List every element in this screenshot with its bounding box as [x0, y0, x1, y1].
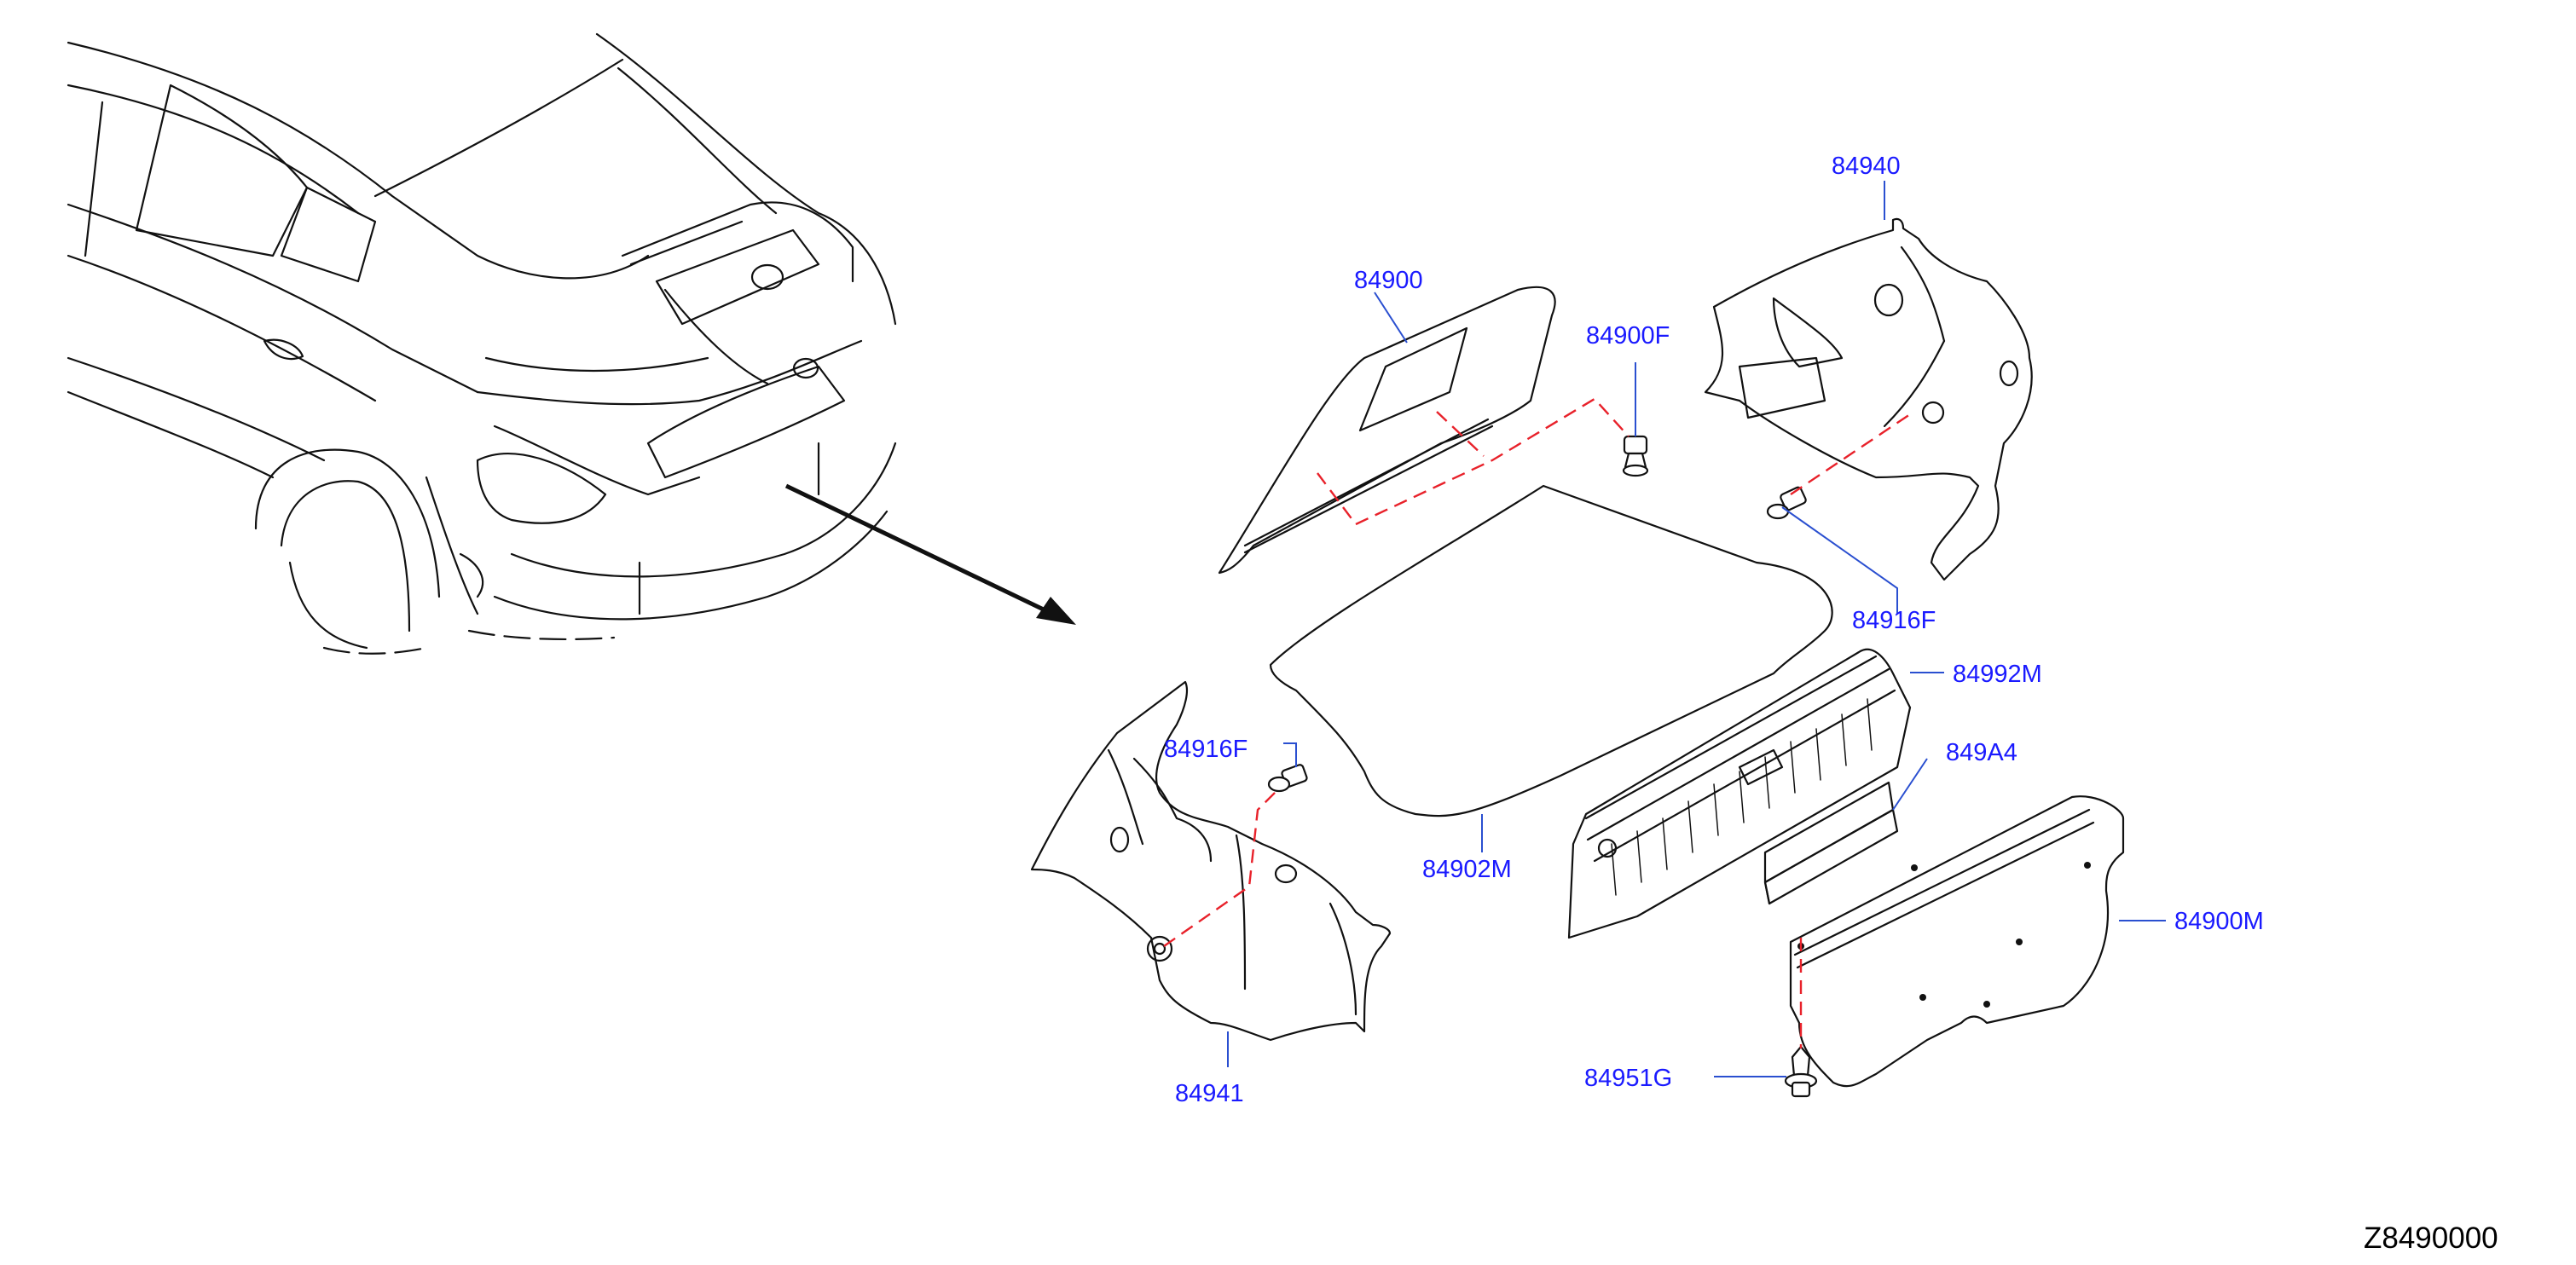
part-84992M-rear-plate — [1567, 648, 1912, 939]
vehicle-rear-illustration — [67, 32, 897, 655]
part-84902M-trunk-floor-mat — [1269, 484, 1833, 817]
label-84992M: 84992M — [1953, 661, 2042, 688]
label-84916F-right: 84916F — [1852, 607, 1936, 634]
clip-84900F — [1622, 435, 1649, 477]
part-84900M-floor-board — [1789, 795, 2125, 1088]
part-84941-left-side-finisher — [1030, 680, 1392, 1042]
label-84902M: 84902M — [1422, 856, 1512, 883]
label-84940: 84940 — [1832, 153, 1901, 180]
leader-lines — [1227, 181, 2166, 1077]
label-84916F-left: 84916F — [1164, 736, 1247, 763]
clip-84951G — [1784, 1045, 1818, 1098]
part-84940-right-side-finisher — [1704, 217, 2033, 581]
label-84951G: 84951G — [1584, 1065, 1672, 1092]
part-84900-trunk-trim-panel — [1218, 286, 1556, 575]
label-849A4: 849A4 — [1946, 739, 2017, 766]
label-84900: 84900 — [1354, 267, 1423, 294]
clip-84916F-left — [1267, 764, 1308, 793]
part-labels: 84900 84900F 84940 84916F 84992M 849A4 8… — [1164, 153, 2264, 1107]
diagram-reference-code: Z8490000 — [2364, 1222, 2498, 1255]
clip-84916F-right — [1766, 486, 1807, 520]
label-84941: 84941 — [1175, 1080, 1244, 1107]
pointer-arrow — [784, 483, 1076, 625]
label-84900F: 84900F — [1586, 322, 1670, 349]
label-84900M: 84900M — [2174, 908, 2264, 935]
fastener-paths — [1163, 397, 1911, 1048]
